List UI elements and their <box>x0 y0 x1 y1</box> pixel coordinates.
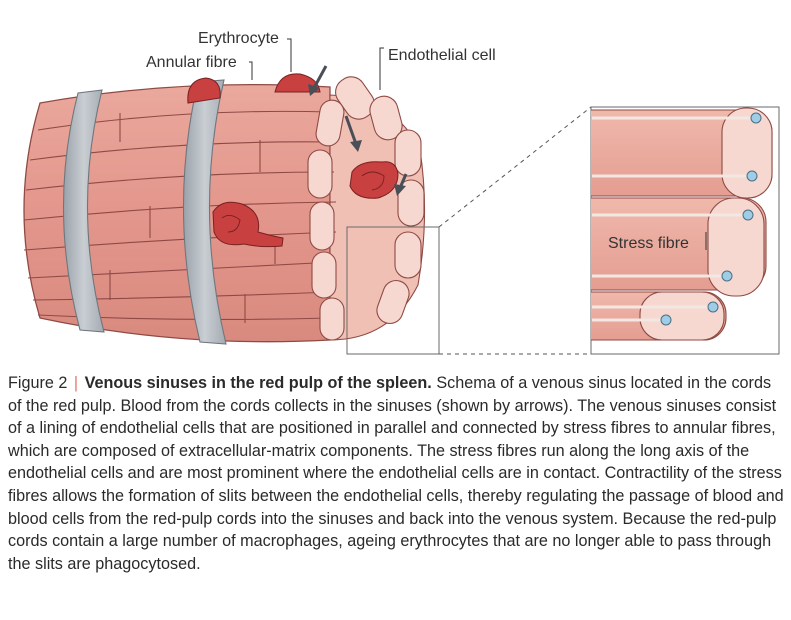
label-endothelial-cell: Endothelial cell <box>388 47 496 64</box>
zoom-connector-lines <box>438 106 592 355</box>
erythrocyte-top-left <box>187 77 221 104</box>
stress-fibre-attachments <box>660 112 762 326</box>
erythrocyte-in-lumen <box>349 161 399 199</box>
inset-panel <box>590 106 780 355</box>
figure-caption: Figure 2 | Venous sinuses in the red pul… <box>8 372 786 575</box>
vessel-tube <box>23 83 426 343</box>
erythrocyte-squeezing <box>212 201 284 248</box>
venous-sinus-diagram: Erythrocyte Annular fibre Endothelial ce… <box>23 30 780 355</box>
zoom-region-box <box>346 226 440 355</box>
annular-fibre-ring-2 <box>182 79 227 345</box>
stress-fibres <box>592 116 756 322</box>
label-annular-fibre: Annular fibre <box>146 54 237 71</box>
label-leaders <box>249 38 707 250</box>
label-erythrocyte: Erythrocyte <box>198 30 279 47</box>
caption-body: Schema of a venous sinus located in the … <box>8 374 784 573</box>
endothelial-cell-ends <box>307 76 425 341</box>
figure-number: Figure 2 <box>8 374 68 392</box>
blood-flow-arrows <box>308 65 408 196</box>
figure-title: Venous sinuses in the red pulp of the sp… <box>84 374 432 392</box>
caption-separator: | <box>73 374 79 392</box>
annular-fibre-ring-1 <box>62 89 105 333</box>
annular-fibre-rings <box>62 79 227 345</box>
label-stress-fibre: Stress fibre <box>608 235 689 252</box>
